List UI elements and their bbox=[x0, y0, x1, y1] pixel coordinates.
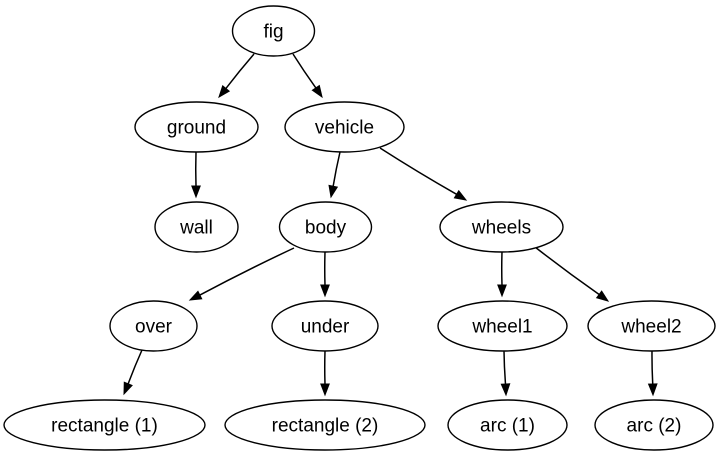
edge-line bbox=[292, 53, 317, 89]
edge-line bbox=[127, 349, 143, 385]
node-ellipse-over[interactable] bbox=[109, 300, 198, 352]
graph-node-rectangle1[interactable]: rectangle (1) bbox=[3, 399, 206, 451]
node-ellipse-arc1[interactable] bbox=[447, 399, 568, 451]
graph-node-rectangle2[interactable]: rectangle (2) bbox=[224, 399, 426, 451]
arrowhead-icon bbox=[595, 290, 610, 302]
graph-node-fig[interactable]: fig bbox=[231, 5, 316, 57]
arrowhead-icon bbox=[497, 284, 507, 298]
edge-line bbox=[332, 151, 341, 187]
graph-node-vehicle[interactable]: vehicle bbox=[284, 101, 405, 153]
nodes-layer: fig ground vehicle wall body wheels over under w… bbox=[3, 5, 716, 451]
arrowhead-icon bbox=[311, 84, 323, 99]
graph-edge-over-to-rectangle1 bbox=[123, 349, 143, 396]
node-ellipse-wheel2[interactable] bbox=[587, 300, 716, 352]
edge-line bbox=[225, 53, 255, 89]
graph-edge-vehicle-to-body bbox=[328, 151, 341, 199]
arrowhead-icon bbox=[500, 383, 511, 397]
edge-line bbox=[379, 147, 457, 195]
graph-node-ground[interactable]: ground bbox=[134, 101, 259, 153]
arrowhead-icon bbox=[320, 383, 330, 397]
node-ellipse-ground[interactable] bbox=[134, 101, 259, 153]
arrowhead-icon bbox=[218, 84, 231, 99]
graph-node-under[interactable]: under bbox=[271, 300, 379, 352]
graph-edge-under-to-rectangle2 bbox=[320, 350, 330, 397]
arrowhead-icon bbox=[191, 185, 201, 199]
graph-node-body[interactable]: body bbox=[278, 201, 373, 253]
node-ellipse-fig[interactable] bbox=[231, 5, 316, 57]
graph-node-wheels[interactable]: wheels bbox=[439, 201, 564, 253]
edge-line bbox=[651, 350, 654, 385]
graph-edge-wheel1-to-arc1 bbox=[500, 350, 511, 397]
edge-line bbox=[199, 247, 295, 296]
arrowhead-icon bbox=[453, 189, 468, 201]
node-ellipse-rectangle1[interactable] bbox=[3, 399, 206, 451]
graph-node-wall[interactable]: wall bbox=[154, 201, 239, 253]
edges-layer bbox=[123, 53, 658, 397]
graph-node-arc2[interactable]: arc (2) bbox=[594, 399, 714, 451]
arrowhead-icon bbox=[188, 290, 203, 301]
arrowhead-icon bbox=[123, 381, 133, 396]
graph-edge-fig-to-ground bbox=[218, 53, 255, 99]
graph-edge-ground-to-wall bbox=[191, 151, 201, 199]
node-ellipse-arc2[interactable] bbox=[594, 399, 714, 451]
graph-node-wheel1[interactable]: wheel1 bbox=[437, 300, 568, 352]
edge-line bbox=[503, 350, 507, 385]
graph-edge-wheel2-to-arc2 bbox=[647, 350, 658, 397]
node-ellipse-vehicle[interactable] bbox=[284, 101, 405, 153]
node-ellipse-wheel1[interactable] bbox=[437, 300, 568, 352]
edge-line bbox=[534, 246, 600, 296]
graph-edge-wheels-to-wheel1 bbox=[497, 251, 507, 298]
node-ellipse-wheels[interactable] bbox=[439, 201, 564, 253]
graph-node-arc1[interactable]: arc (1) bbox=[447, 399, 568, 451]
graph-edge-body-to-under bbox=[320, 251, 330, 298]
node-ellipse-under[interactable] bbox=[271, 300, 379, 352]
arrowhead-icon bbox=[647, 383, 658, 397]
graph-edge-body-to-over bbox=[188, 247, 295, 301]
graph-node-wheel2[interactable]: wheel2 bbox=[587, 300, 716, 352]
graph-edge-fig-to-vehicle bbox=[292, 53, 323, 99]
graph-edge-vehicle-to-wheels bbox=[379, 147, 468, 201]
node-ellipse-rectangle2[interactable] bbox=[224, 399, 426, 451]
node-ellipse-body[interactable] bbox=[278, 201, 373, 253]
arrowhead-icon bbox=[328, 184, 339, 199]
node-ellipse-wall[interactable] bbox=[154, 201, 239, 253]
arrowhead-icon bbox=[320, 284, 330, 298]
graph-node-over[interactable]: over bbox=[109, 300, 198, 352]
graph-edge-wheels-to-wheel2 bbox=[534, 246, 610, 302]
